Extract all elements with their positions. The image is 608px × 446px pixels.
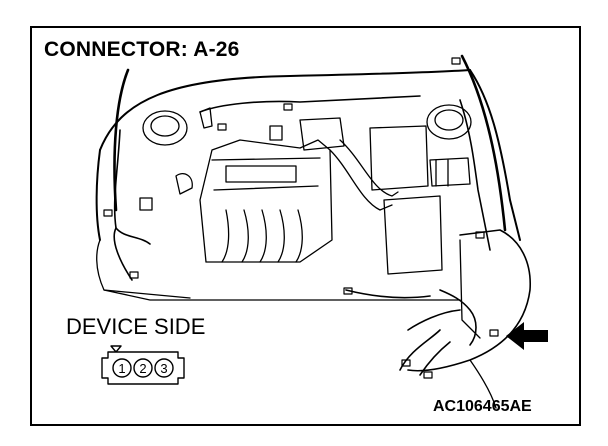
- figure-code: AC106465AE: [433, 398, 532, 415]
- pointer-arrow: [506, 322, 548, 350]
- pin-3: [154, 358, 174, 378]
- engine-block: [199, 139, 333, 263]
- connector-icon: [101, 345, 185, 385]
- harness-connectors: [103, 57, 499, 379]
- connector-title: CONNECTOR: A-26: [44, 38, 240, 61]
- wiring-harness: [113, 95, 491, 376]
- connector-pin-numbers: 1 2 3: [118, 361, 167, 376]
- washer-reservoir: [426, 104, 472, 140]
- pin-1: [112, 358, 132, 378]
- device-side-label: DEVICE SIDE: [66, 314, 206, 339]
- battery-box: [369, 125, 471, 275]
- intake-hose: [299, 117, 399, 211]
- pin-2-label: 2: [139, 361, 146, 376]
- pin-2: [133, 358, 153, 378]
- coolant-reservoir: [142, 110, 188, 146]
- pin-1-label: 1: [118, 361, 125, 376]
- pin-3-label: 3: [160, 361, 167, 376]
